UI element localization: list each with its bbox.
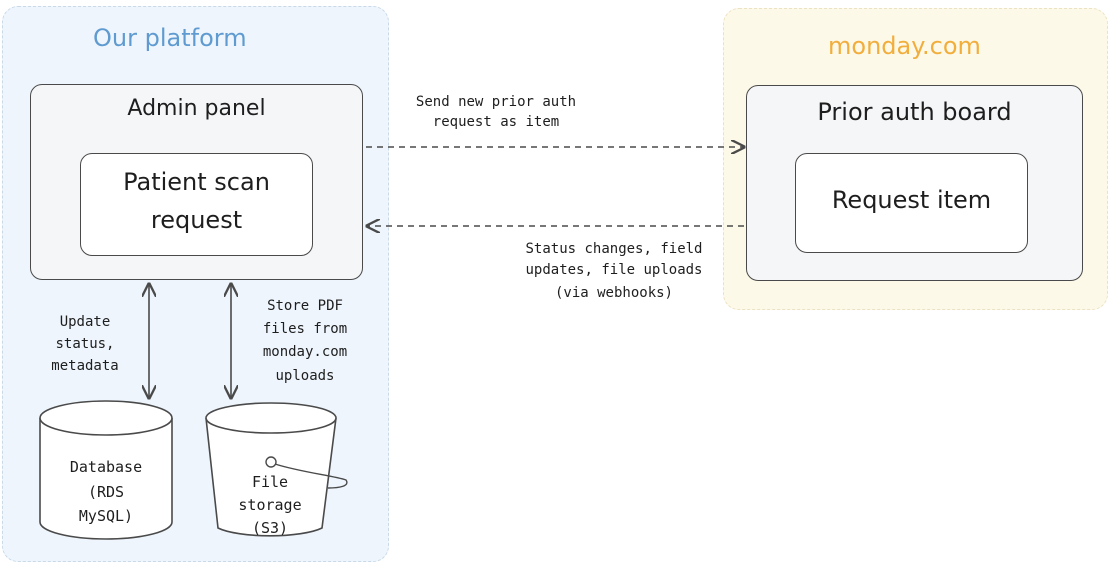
- patient-scan-request-box: [80, 153, 313, 256]
- file-storage-label-line1: File: [251, 473, 289, 491]
- store-label-line2: files from: [262, 321, 348, 337]
- send-label-line1: Send new prior auth: [415, 94, 577, 110]
- status-label-line2: updates, file uploads: [525, 262, 703, 278]
- store-label-line4: uploads: [275, 368, 335, 384]
- database-label-line1: Database: [69, 458, 143, 476]
- database-label-line3: MySQL): [78, 507, 134, 525]
- update-label-line2: status,: [55, 336, 115, 352]
- request-item-title: Request item: [831, 186, 992, 214]
- patient-scan-title-line1: Patient scan: [123, 168, 270, 196]
- update-label-line3: metadata: [51, 358, 119, 374]
- database-label-line2: (RDS: [87, 483, 125, 501]
- our-platform-title: Our platform: [93, 24, 247, 52]
- admin-panel-title: Admin panel: [127, 96, 266, 121]
- status-label-line3: (via webhooks): [554, 285, 673, 301]
- update-label-line1: Update: [59, 314, 111, 330]
- prior-auth-board-title: Prior auth board: [817, 98, 1012, 126]
- store-label-line1: Store PDF: [267, 298, 343, 314]
- patient-scan-title-line2: request: [150, 206, 243, 234]
- status-label-line1: Status changes, field: [525, 241, 703, 257]
- store-label-line3: monday.com: [262, 344, 348, 360]
- monday-title: monday.com: [828, 32, 981, 60]
- file-storage-bucket: [205, 402, 348, 537]
- file-storage-label-line3: (S3): [251, 519, 289, 537]
- request-item-box: [795, 153, 1028, 253]
- file-storage-label-line2: storage: [238, 496, 302, 514]
- database-cylinder: [39, 400, 173, 540]
- send-label-line2: request as item: [432, 114, 560, 130]
